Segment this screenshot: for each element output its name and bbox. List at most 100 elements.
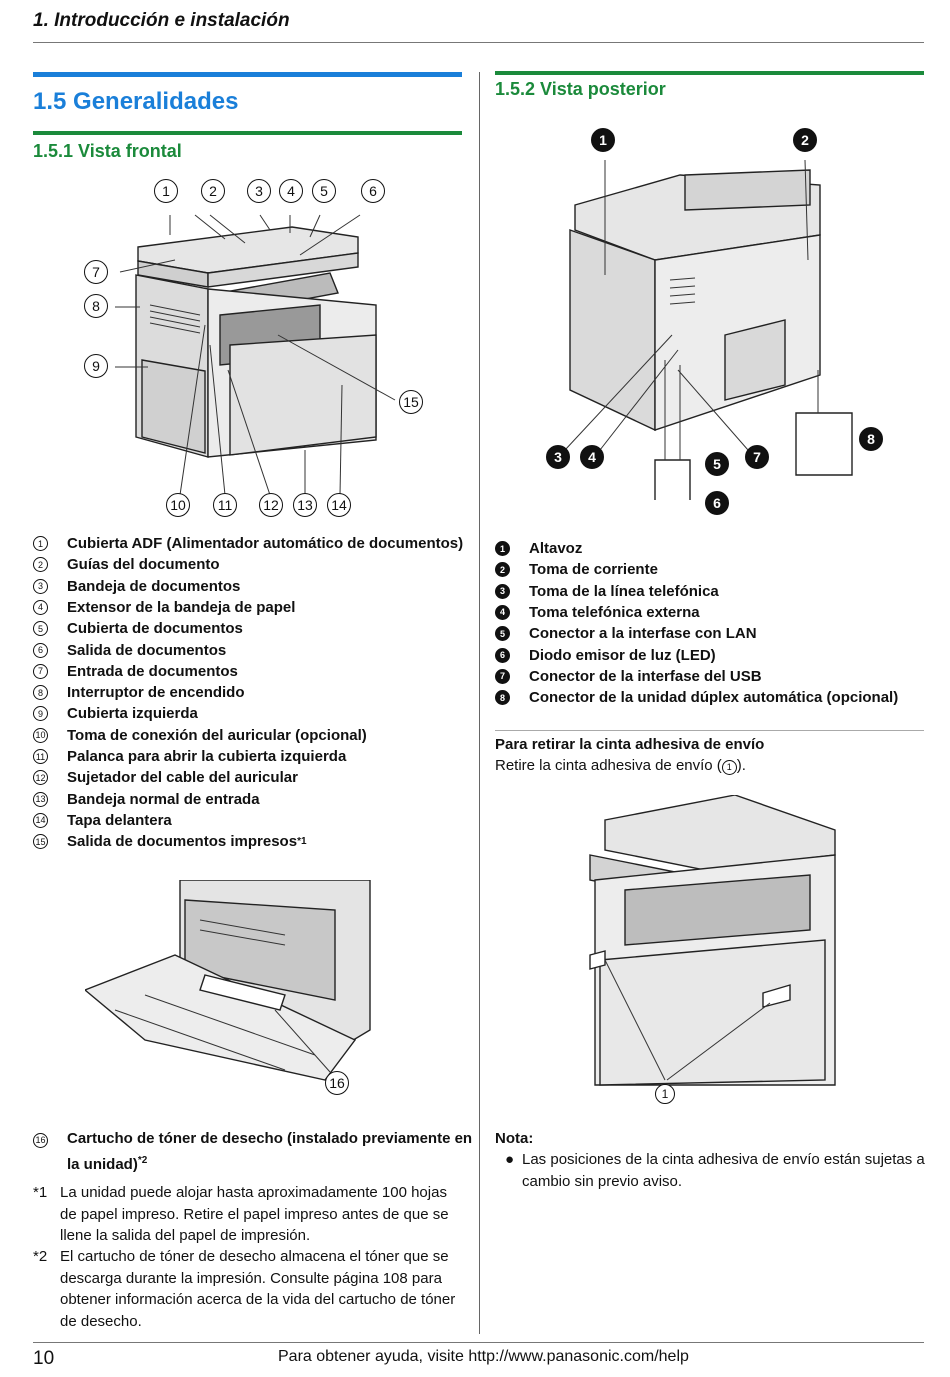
help-link[interactable]: Para obtener ayuda, visite http://www.pa… [278, 1348, 689, 1365]
item-label: Bandeja normal de entrada [67, 790, 260, 808]
item-number: 9 [33, 706, 48, 722]
front-callout-16: 16 [325, 1071, 349, 1095]
item-number: 1 [495, 541, 510, 556]
item-label: Toma telefónica externa [529, 603, 700, 621]
list-item: 2 Toma de corriente [495, 561, 658, 578]
rear-callout-3: 3 [546, 445, 570, 469]
item-label: Sujetador del cable del auricular [67, 769, 298, 787]
list-item: 4 Extensor de la bandeja de papel [33, 599, 295, 616]
rear-callout-8: 8 [859, 427, 883, 451]
item-number: 10 [33, 727, 48, 743]
list-item: 3 Toma de la línea telefónica [495, 583, 719, 600]
tape-text-before: Retire la cinta adhesiva de envío ( [495, 757, 722, 774]
rear-callout-5: 5 [705, 452, 729, 476]
item-number: 8 [495, 690, 510, 706]
shipping-tape-illustration [589, 795, 836, 1086]
item-label: Extensor de la bandeja de papel [67, 598, 296, 616]
bullet-icon: ● [505, 1151, 515, 1168]
tape-instruction: Retire la cinta adhesiva de envío (1). [495, 755, 746, 777]
front-callout-6: 6 [361, 179, 385, 203]
front-callout-8: 8 [84, 294, 108, 318]
front-callout-11: 11 [213, 493, 237, 517]
item-number: 1 [33, 536, 48, 551]
header-divider [33, 42, 924, 43]
item-number: 6 [33, 642, 48, 658]
front-bar [33, 131, 462, 135]
note-title: Nota: [495, 1130, 534, 1147]
front-callout-10: 10 [166, 493, 190, 517]
rear-callout-4: 4 [580, 445, 604, 469]
footnote-1: *1 La unidad puede alojar hasta aproxima… [33, 1182, 463, 1247]
item-number: 5 [33, 621, 48, 637]
item-label: Interruptor de encendido [67, 684, 245, 702]
item-label: Toma de la línea telefónica [529, 582, 719, 600]
footnote-ref: *2 [137, 1154, 148, 1166]
footnote-ref: *1 [297, 836, 307, 848]
footnote-2: *2 El cartucho de tóner de desecho almac… [33, 1246, 463, 1332]
item-label: Bandeja de documentos [67, 577, 241, 595]
item-label: Diodo emisor de luz (LED) [529, 646, 716, 664]
rear-bar [495, 71, 924, 75]
front-callout-3: 3 [247, 179, 271, 203]
item-label: Tapa delantera [67, 811, 172, 829]
item-number: 4 [33, 599, 48, 615]
item-label: Cubierta ADF (Alimentador automático de … [67, 535, 464, 552]
note-text: Las posiciones de la cinta adhesiva de e… [522, 1151, 925, 1190]
tape-ref-number: 1 [721, 760, 737, 776]
list-item: 1 Cubierta ADF (Alimentador automático de… [33, 535, 463, 552]
item-number: 7 [33, 663, 48, 679]
tape-title: Para retirar la cinta adhesiva de envío [495, 736, 765, 753]
rear-view-illustration [564, 160, 853, 500]
item-label: Toma de conexión del auricular (opcional… [67, 726, 367, 744]
column-divider [479, 72, 480, 1334]
item-number: 2 [495, 562, 510, 578]
item-label: Salida de documentos [67, 641, 227, 659]
rear-callout-6: 6 [705, 491, 729, 515]
rear-callout-1: 1 [591, 128, 615, 152]
front-callout-1: 1 [154, 179, 178, 203]
cartridge-label-line1: Cartucho de tóner de desecho (instalado … [67, 1130, 473, 1147]
section-bar [33, 72, 462, 77]
item-label: Toma de corriente [529, 561, 658, 579]
item-number: 16 [33, 1132, 48, 1148]
cartridge-label-line2: la unidad) [67, 1155, 138, 1173]
footer-divider [33, 1342, 924, 1343]
footnote-text: El cartucho de tóner de desecho almacena… [60, 1248, 456, 1330]
list-item: 8 Interruptor de encendido [33, 684, 245, 701]
tape-callout-1: 1 [655, 1084, 675, 1104]
note-item: ● Las posiciones de la cinta adhesiva de… [505, 1149, 925, 1192]
tape-section-divider [495, 730, 924, 731]
front-callout-12: 12 [259, 493, 283, 517]
item-number: 5 [495, 626, 510, 642]
front-callout-13: 13 [293, 493, 317, 517]
item-number: 7 [495, 668, 510, 684]
footnote-mark: *2 [33, 1248, 48, 1265]
front-callout-14: 14 [327, 493, 351, 517]
item-number: 11 [33, 749, 48, 764]
footnote-text: La unidad puede alojar hasta aproximadam… [60, 1184, 449, 1244]
front-callout-2: 2 [201, 179, 225, 203]
item-number: 3 [495, 583, 510, 599]
section-title: 1.5 Generalidades [33, 88, 239, 115]
list-item: 12 Sujetador del cable del auricular [33, 769, 298, 786]
front-callout-4: 4 [279, 179, 303, 203]
item-label: Conector de la interfase del USB [529, 667, 762, 685]
item-label: Conector de la unidad dúplex automática … [529, 689, 899, 707]
list-item: 7 Conector de la interfase del USB [495, 668, 762, 685]
item-number: 8 [33, 685, 48, 701]
rear-view-title: 1.5.2 Vista posterior [495, 79, 666, 99]
item-number: 14 [33, 812, 48, 828]
front-view-title: 1.5.1 Vista frontal [33, 141, 182, 161]
list-item: 6 Salida de documentos [33, 642, 226, 659]
item-number: 12 [33, 770, 48, 786]
